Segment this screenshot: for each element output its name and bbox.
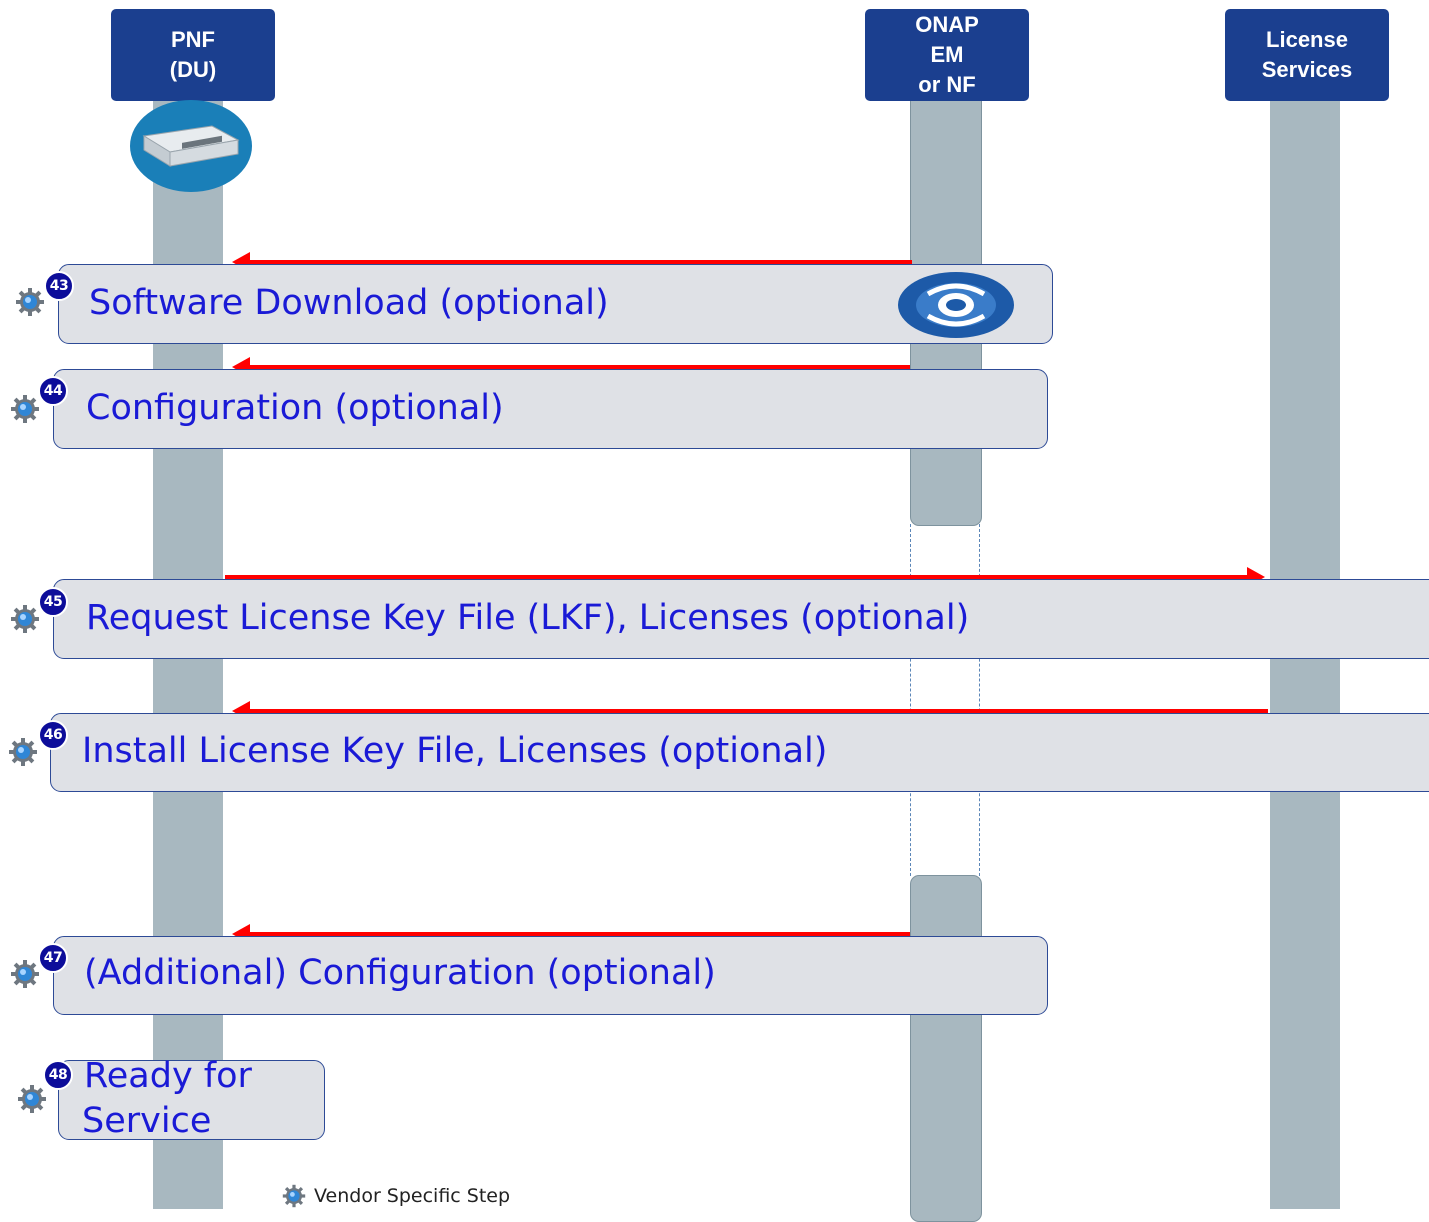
lane-header-license-sub: Services bbox=[1261, 57, 1353, 82]
step-47-box bbox=[53, 936, 1048, 1015]
step-46-number: 46 bbox=[38, 720, 68, 750]
lane-header-onap-title: ONAP bbox=[915, 12, 979, 37]
step-44-number: 44 bbox=[38, 376, 68, 406]
onap-lifeline-dashed-left bbox=[910, 524, 911, 876]
step-48-box bbox=[58, 1060, 325, 1140]
step-43-number: 43 bbox=[44, 271, 74, 301]
step-45-box bbox=[53, 579, 1429, 659]
step-43-label: Software Download (optional) bbox=[89, 283, 609, 323]
onap-activation-2 bbox=[910, 875, 982, 1222]
legend-gear-icon bbox=[282, 1184, 306, 1208]
lane-header-pnf-title: PNF bbox=[171, 27, 215, 52]
step-46-label: Install License Key File, Licenses (opti… bbox=[82, 731, 828, 771]
lane-header-onap-sub: EM bbox=[930, 42, 964, 67]
step-45-gear-icon bbox=[11, 605, 39, 633]
lane-header-onap-sub2: or NF bbox=[918, 72, 976, 97]
step-46-gear-icon bbox=[9, 738, 37, 766]
step-44-gear-icon bbox=[11, 395, 39, 423]
software-disc-icon bbox=[898, 272, 1014, 338]
step-45-label: Request License Key File (LKF), Licenses… bbox=[86, 598, 970, 638]
step-47-gear-icon bbox=[11, 960, 39, 988]
step-43-gear-icon bbox=[16, 288, 44, 316]
step-46-box bbox=[50, 713, 1429, 792]
step-45-number: 45 bbox=[38, 587, 68, 617]
step-47-number: 47 bbox=[38, 943, 68, 973]
step-48-gear-icon bbox=[18, 1085, 46, 1113]
step-44-label: Configuration (optional) bbox=[86, 388, 504, 428]
onap-lifeline-dashed-right bbox=[979, 524, 980, 876]
legend: Vendor Specific Step bbox=[280, 1184, 510, 1208]
lane-header-pnf-sub: (DU) bbox=[169, 57, 217, 82]
step-48-label-line2: Service bbox=[82, 1101, 212, 1141]
lane-header-pnf: PNF (DU) bbox=[111, 9, 275, 101]
step-44-box bbox=[53, 369, 1048, 449]
lane-header-license-title: License bbox=[1266, 27, 1348, 52]
lane-header-license: License Services bbox=[1225, 9, 1389, 101]
step-43-box bbox=[58, 264, 1053, 344]
legend-label: Vendor Specific Step bbox=[314, 1185, 511, 1207]
lane-header-onap: ONAP EM or NF bbox=[865, 9, 1029, 101]
step-48-label-line1: Ready for bbox=[84, 1056, 252, 1096]
step-47-label: (Additional) Configuration (optional) bbox=[84, 953, 716, 993]
step-48-number: 48 bbox=[43, 1060, 73, 1090]
server-device-icon bbox=[130, 100, 252, 192]
